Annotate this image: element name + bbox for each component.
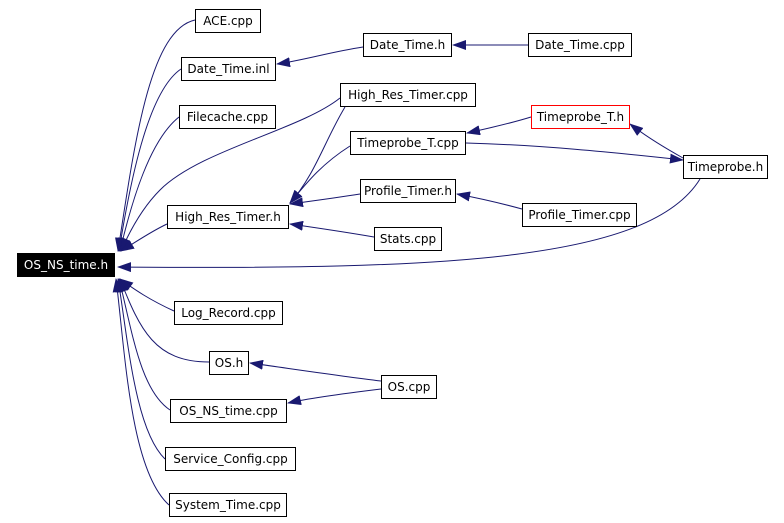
edge-os-h-to-os-ns-time-h [119,278,210,363]
node-service-config-cpp[interactable]: Service_Config.cpp [165,447,296,471]
edge-os-cpp-to-os-ns-time-cpp [287,388,382,405]
edge-high-res-timer-h-to-os-ns-time-h [120,223,168,252]
node-stats-cpp[interactable]: Stats.cpp [374,227,442,251]
edge-timeprobe-t-cpp-to-timeprobe-h [465,142,684,164]
edge-high-res-timer-cpp-to-high-res-timer-h [289,106,346,204]
node-os-h[interactable]: OS.h [209,351,249,375]
edge-high-res-timer-cpp-to-os-ns-time-h [120,97,341,252]
edge-system-time-cpp-to-os-ns-time-h [112,278,170,506]
edge-timeprobe-h-to-timeprobe-t-h [629,123,684,159]
node-timeprobe-t-cpp[interactable]: Timeprobe_T.cpp [350,131,466,155]
edge-stats-cpp-to-high-res-timer-h [289,220,375,238]
node-date-time-cpp[interactable]: Date_Time.cpp [528,33,632,57]
edge-service-config-cpp-to-os-ns-time-h [115,278,166,460]
node-os-cpp[interactable]: OS.cpp [381,375,437,399]
node-ace-cpp[interactable]: ACE.cpp [195,9,261,33]
node-timeprobe-h[interactable]: Timeprobe.h [683,155,768,179]
edge-ace-cpp-to-os-ns-time-h [115,19,196,252]
node-profile-timer-cpp[interactable]: Profile_Timer.cpp [522,203,637,227]
node-log-record-cpp[interactable]: Log_Record.cpp [174,301,283,325]
node-high-res-timer-h[interactable]: High_Res_Timer.h [167,205,289,229]
node-os-ns-time-cpp[interactable]: OS_NS_time.cpp [170,399,287,423]
node-high-res-timer-cpp[interactable]: High_Res_Timer.cpp [340,83,476,107]
node-filecache-cpp[interactable]: Filecache.cpp [179,105,276,129]
edge-profile-timer-cpp-to-profile-timer-h [456,191,523,210]
node-system-time-cpp[interactable]: System_Time.cpp [169,493,287,517]
node-os-ns-time-h: OS_NS_time.h [17,253,115,277]
edge-filecache-cpp-to-os-ns-time-h [118,116,180,252]
edge-timeprobe-t-h-to-timeprobe-t-cpp [466,116,532,136]
node-date-time-h[interactable]: Date_Time.h [363,33,452,57]
edge-os-ns-time-cpp-to-os-ns-time-h [117,278,171,411]
node-date-time-inl[interactable]: Date_Time.inl [181,57,276,81]
edge-date-time-h-to-date-time-inl [276,46,364,68]
edge-profile-timer-h-to-high-res-timer-h [289,193,361,208]
node-timeprobe-t-h[interactable]: Timeprobe_T.h [531,105,630,129]
node-profile-timer-h[interactable]: Profile_Timer.h [360,179,456,203]
edge-timeprobe-h-to-os-ns-time-h [117,178,701,273]
edge-log-record-cpp-to-os-ns-time-h [119,278,175,312]
edge-date-time-inl-to-os-ns-time-h [116,68,182,252]
edge-os-cpp-to-os-h [249,359,382,382]
